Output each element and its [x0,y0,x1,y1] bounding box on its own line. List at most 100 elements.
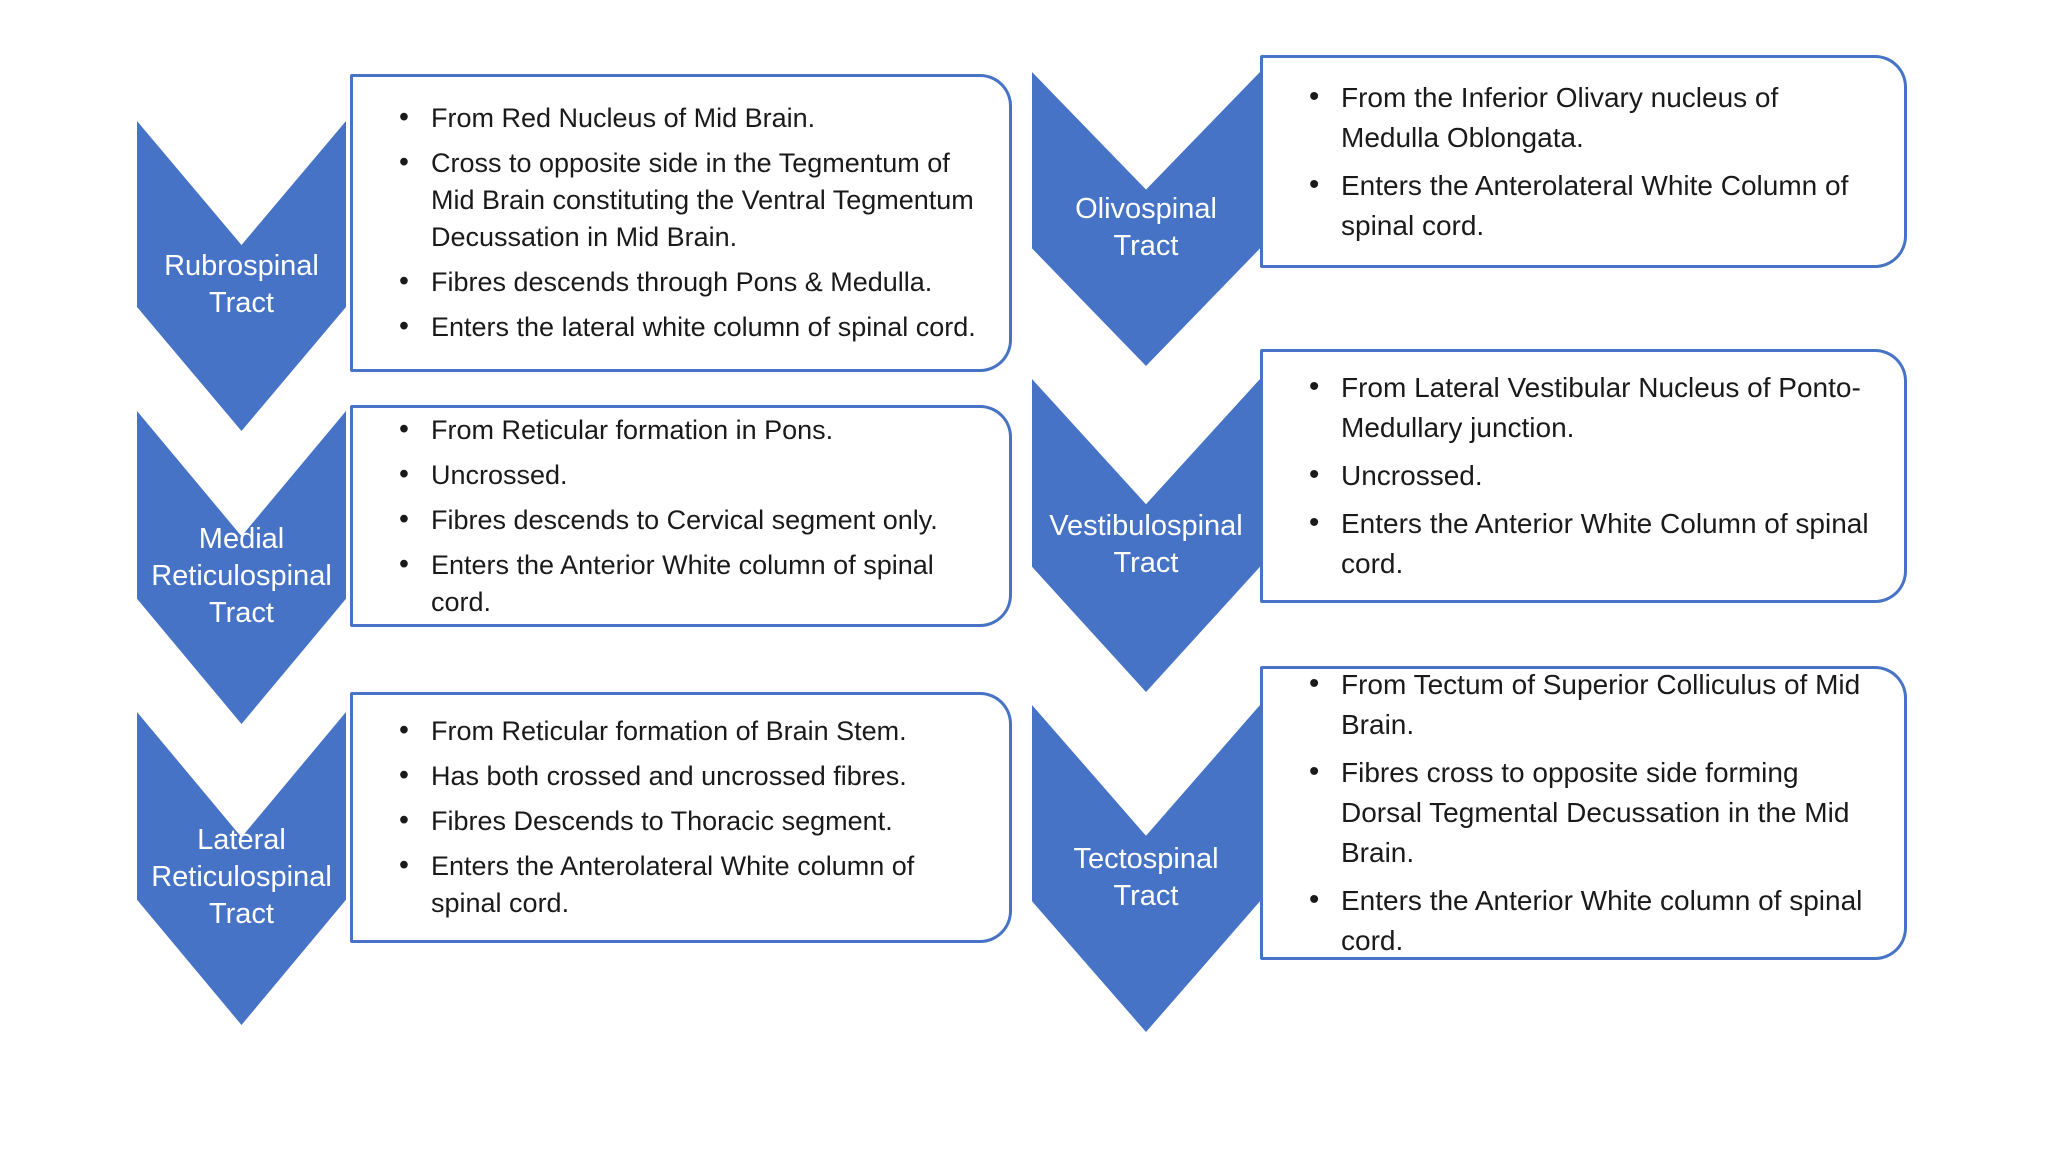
tract-label-line: Tract [1113,546,1179,579]
bullet-dot-icon: • [1309,667,1320,700]
tract-bullet-list: • From Tectum of Superior Colliculus of M… [1263,651,1904,975]
bullet-dot-icon: • [399,759,409,791]
bullet-item: • Fibres Descends to Thoracic segment. [393,803,989,840]
bullet-text: Uncrossed. [1341,460,1483,491]
tract-label-line: Tract [209,287,274,320]
bullet-text: From Red Nucleus of Mid Brain. [431,103,816,133]
bullet-dot-icon: • [399,310,409,342]
bullet-text: Enters the lateral white column of spina… [431,312,976,342]
bullet-text: Enters the Anterolateral White column of… [431,851,915,918]
tract-label-line: Olivospinal [1075,192,1217,225]
tract-label-line: Tectospinal [1073,843,1219,876]
bullet-dot-icon: • [1309,370,1320,403]
bullet-dot-icon: • [399,265,409,297]
tract-label-line: Tract [1113,880,1179,913]
bullet-dot-icon: • [399,714,409,746]
bullet-dot-icon: • [399,146,409,178]
tract-info-box: • From the Inferior Olivary nucleus of Me… [1260,55,1907,268]
bullet-item: • Enters the Anterior White Column of spi… [1303,504,1884,584]
bullet-text: Cross to opposite side in the Tegmentum … [431,148,974,252]
bullet-text: Fibres Descends to Thoracic segment. [431,806,893,836]
bullet-item: • Enters the Anterior White column of spi… [393,547,989,621]
tract-label-line: Medial [198,523,285,556]
tract-info-box: • From Tectum of Superior Colliculus of M… [1260,666,1907,960]
bullet-item: • Cross to opposite side in the Tegmentum… [393,145,989,256]
bullet-item: • Uncrossed. [1303,456,1884,496]
bullet-item: • From Lateral Vestibular Nucleus of Pont… [1303,368,1884,448]
bullet-item: • Enters the Anterolateral White column o… [393,848,989,922]
bullet-text: Enters the Anterolateral White Column of… [1341,169,1849,241]
bullet-item: •Fibres cross to opposite side forming D… [1303,753,1884,873]
bullet-item: • Uncrossed. [393,457,989,494]
tract-bullet-list: • From Reticular formation of Brain Stem.… [353,699,1009,936]
tract-bullet-list: • From Lateral Vestibular Nucleus of Pont… [1263,354,1904,598]
bullet-dot-icon: • [399,547,409,580]
bullet-text: Enters the Anterior White Column of spin… [1341,508,1869,579]
bullet-text: Fibres descends through Pons & Medulla. [431,267,933,297]
bullet-item: • Fibres descends to Cervical segment onl… [393,502,989,539]
bullet-dot-icon: • [399,804,409,836]
bullet-dot-icon: • [399,849,409,881]
tract-label-line: Vestibulospinal [1049,509,1243,542]
tract-info-box: • From Lateral Vestibular Nucleus of Pont… [1260,349,1907,603]
bullet-text: Enters the Anterior White column of spin… [431,549,934,617]
bullet-text: Has both crossed and uncrossed fibres. [431,761,907,791]
tract-label-line: Tract [209,597,274,630]
bullet-text: From Reticular formation in Pons. [431,414,834,445]
bullet-text: From Reticular formation of Brain Stem. [431,716,907,746]
bullet-item: • From Red Nucleus of Mid Brain. [393,100,989,137]
tract-info-box: • From Reticular formation in Pons. • Uncro… [350,405,1012,627]
tract-bullet-list: • From Reticular formation in Pons. • Uncro… [353,398,1009,635]
tract-label-line: Lateral [197,824,286,857]
bullet-dot-icon: • [1309,167,1320,201]
bullet-dot-icon: • [1309,883,1320,916]
tract-label-line: Reticulospinal [151,560,332,593]
bullet-text: From Lateral Vestibular Nucleus of Ponto… [1341,372,1861,443]
tract-label-line: Reticulospinal [151,861,332,894]
bullet-item: • From Tectum of Superior Colliculus of M… [1303,665,1884,745]
bullet-text: Uncrossed. [431,459,568,490]
bullet-text: From Tectum of Superior Colliculus of Mi… [1341,669,1861,740]
bullet-item: • Enters the Anterior White column of spi… [1303,881,1884,961]
bullet-dot-icon: • [1309,506,1320,539]
bullet-item: • From Reticular formation in Pons. [393,412,989,449]
tract-label-line: Tract [1113,229,1179,262]
tract-bullet-list: • From Red Nucleus of Mid Brain. • Cross to… [353,86,1009,360]
bullet-text: From the Inferior Olivary nucleus of Med… [1341,81,1779,153]
bullet-item: • Has both crossed and uncrossed fibres. [393,758,989,795]
bullet-dot-icon: • [399,101,409,133]
bullet-dot-icon: • [399,457,409,490]
bullet-dot-icon: • [1309,755,1320,788]
bullet-dot-icon: • [399,412,409,445]
tract-info-box: • From Reticular formation of Brain Stem.… [350,692,1012,943]
tract-label-line: Tract [209,898,274,931]
tract-bullet-list: • From the Inferior Olivary nucleus of Me… [1263,64,1904,260]
bullet-item: • Enters the Anterolateral White Column o… [1303,166,1884,246]
bullet-item: • From the Inferior Olivary nucleus of Me… [1303,78,1884,158]
bullet-item: • From Reticular formation of Brain Stem. [393,713,989,750]
bullet-text: Enters the Anterior White column of spin… [1341,885,1863,956]
tract-info-box: • From Red Nucleus of Mid Brain. • Cross to… [350,74,1012,372]
bullet-dot-icon: • [1309,79,1320,113]
bullet-text: Fibres descends to Cervical segment only… [431,504,938,535]
bullet-dot-icon: • [1309,458,1320,491]
bullet-dot-icon: • [399,502,409,535]
